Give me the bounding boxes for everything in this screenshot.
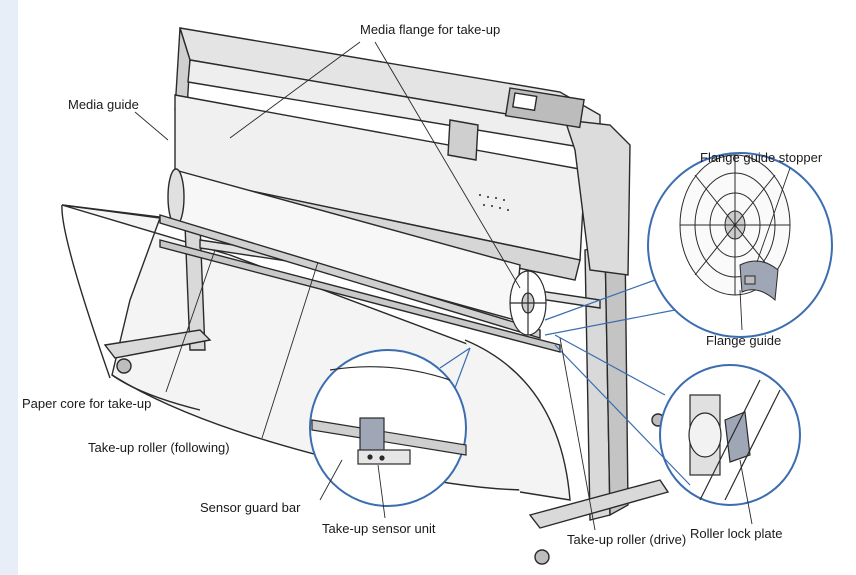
detail-circle-sensor [309, 349, 467, 507]
label-sensor-guard-bar: Sensor guard bar [200, 500, 301, 515]
label-media-guide: Media guide [68, 97, 139, 112]
take-up-rollers [159, 168, 561, 353]
detail-connectors [439, 279, 691, 486]
background-tint [0, 0, 18, 575]
label-take-up-sensor-unit: Take-up sensor unit [322, 521, 436, 536]
label-take-up-roller-following: Take-up roller (following) [88, 440, 230, 455]
detail-circle-flange [647, 152, 833, 338]
grit-dots [479, 194, 509, 211]
label-take-up-roller-drive: Take-up roller (drive) [567, 532, 687, 547]
label-paper-core: Paper core for take-up [22, 396, 152, 411]
leader-lines [134, 41, 791, 531]
label-media-flange: Media flange for take-up [360, 22, 501, 37]
label-flange-guide-stopper: Flange guide stopper [700, 150, 823, 165]
label-roller-lock-plate: Roller lock plate [690, 526, 783, 541]
label-flange-guide: Flange guide [706, 333, 782, 348]
detail-circle-lock [659, 364, 801, 506]
